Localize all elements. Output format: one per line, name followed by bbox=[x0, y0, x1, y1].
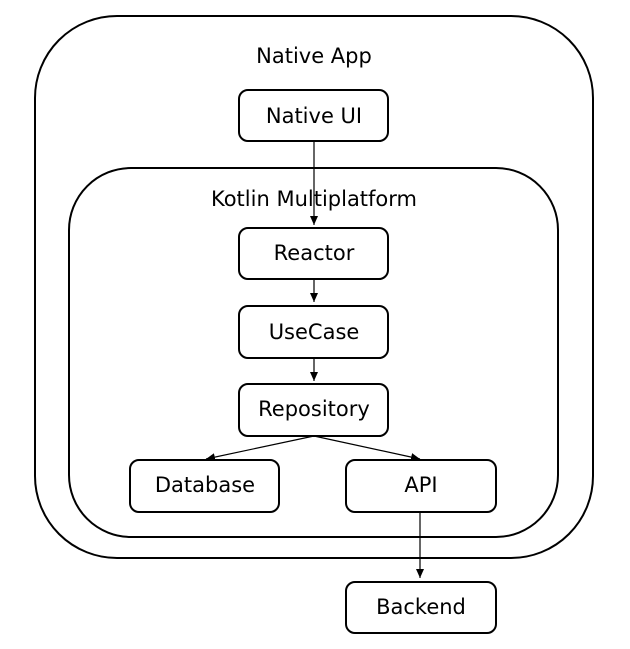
node-api-label: API bbox=[404, 473, 437, 497]
node-native-ui-label: Native UI bbox=[266, 104, 362, 128]
node-api: API bbox=[345, 459, 497, 513]
node-reactor: Reactor bbox=[238, 227, 389, 280]
edge-repository-api bbox=[313, 435, 421, 462]
node-backend: Backend bbox=[345, 581, 497, 634]
node-repository: Repository bbox=[238, 383, 389, 437]
node-reactor-label: Reactor bbox=[274, 241, 355, 265]
node-usecase: UseCase bbox=[238, 305, 389, 359]
node-usecase-label: UseCase bbox=[269, 320, 360, 344]
edges bbox=[205, 141, 424, 578]
node-database: Database bbox=[129, 459, 280, 513]
node-database-label: Database bbox=[155, 473, 255, 497]
native-app-label: Native App bbox=[256, 44, 372, 68]
node-native-ui: Native UI bbox=[238, 89, 389, 142]
node-repository-label: Repository bbox=[258, 397, 370, 421]
edge-repository-database bbox=[205, 435, 315, 462]
node-backend-label: Backend bbox=[376, 595, 466, 619]
